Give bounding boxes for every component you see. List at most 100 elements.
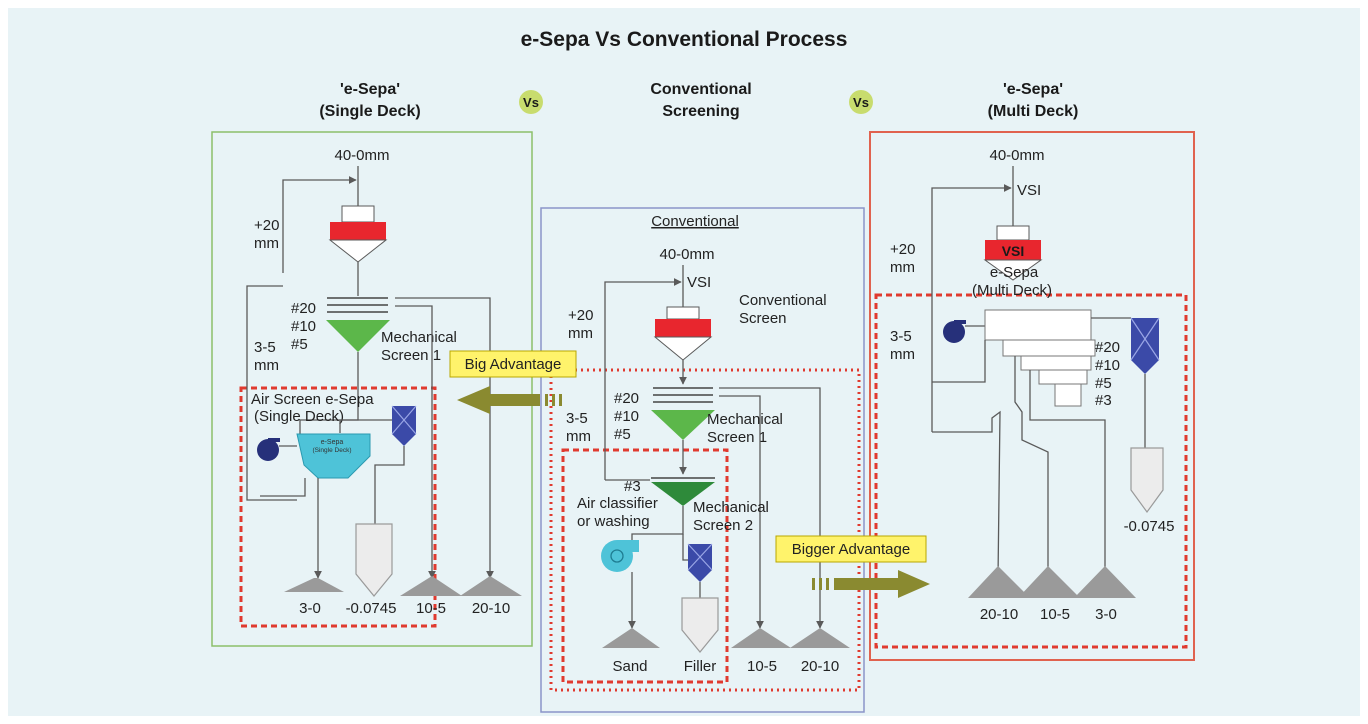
stockpile-20-10 — [968, 566, 1030, 598]
left-feed-label: 40-0mm — [334, 147, 389, 164]
left-mesh-10: #10 — [291, 318, 316, 335]
right-mesh-3: #3 — [1095, 392, 1112, 409]
crusher-body — [655, 319, 711, 337]
big-advantage-callout: Big Advantage — [449, 350, 577, 414]
middle-screen-label-2: Screen — [739, 310, 787, 327]
fan-body — [257, 439, 279, 461]
right-filler-label: -0.0745 — [1124, 518, 1175, 535]
air-classifier-icon — [601, 540, 639, 572]
stockpile-10-5 — [400, 576, 462, 596]
arrow-dash — [552, 394, 555, 406]
crusher-top — [996, 225, 1030, 241]
right-frame — [869, 131, 1195, 661]
classifier-rotor — [610, 549, 624, 563]
left-frame — [211, 131, 533, 647]
product-line-3-0 — [1029, 370, 1109, 579]
arrow-dash — [559, 394, 562, 406]
deck-level-4 — [1038, 369, 1088, 385]
middle-product-20-10: 20-10 — [801, 658, 839, 675]
arrow-dash — [819, 578, 822, 590]
stockpile-20-10 — [790, 628, 850, 648]
middle-product-sand: Sand — [612, 658, 647, 675]
crusher-top — [666, 306, 700, 320]
middle-recycle-label-2: mm — [568, 325, 593, 342]
recycle-line — [604, 278, 682, 480]
left-header-line1: 'e-Sepa' — [340, 81, 400, 98]
right-feed-label: 40-0mm — [989, 147, 1044, 164]
deck-level-3 — [1020, 355, 1092, 371]
fan-icon — [943, 320, 966, 343]
vs-circle — [519, 90, 543, 114]
bigger-advantage-box — [775, 535, 927, 563]
middle-process-panel: Conventional 40-0mm VSI +20 mm Conventio… — [540, 207, 865, 713]
collector-cone — [392, 434, 416, 446]
right-column-header: 'e-Sepa' (Multi Deck) — [988, 81, 1079, 120]
filler-line — [374, 446, 405, 524]
right-product-3-0: 3-0 — [1095, 606, 1117, 623]
middle-product-10-5: 10-5 — [747, 658, 777, 675]
right-fines-label-2: mm — [890, 346, 915, 363]
collector-feed-line — [339, 419, 392, 433]
middle-classifier-label-1: Air classifier — [577, 495, 658, 512]
vsi-crusher-icon: VSI — [983, 225, 1043, 281]
big-advantage-box — [449, 350, 577, 378]
arrow-dash — [812, 578, 815, 590]
middle-frame — [540, 207, 865, 713]
middle-header-line2: Screening — [662, 103, 739, 120]
middle-mesh-5: #5 — [614, 426, 631, 443]
right-unit-label-2: (Multi Deck) — [972, 282, 1052, 299]
right-product-20-10: 20-10 — [980, 606, 1018, 623]
middle-section-label: Conventional — [651, 213, 739, 230]
esepa-unit-body — [296, 433, 371, 479]
left-column-header: 'e-Sepa' (Single Deck) — [319, 81, 420, 120]
big-advantage-label: Big Advantage — [465, 356, 562, 373]
deck-level-2 — [1002, 339, 1096, 357]
stockpile-3-0 — [1074, 566, 1136, 598]
collector-cone — [688, 570, 712, 582]
middle-screen2-label-1: Mechanical — [693, 499, 769, 516]
collector-cross — [391, 405, 417, 435]
deck-level-1 — [984, 309, 1092, 341]
fan-icon — [257, 438, 280, 461]
vsi-box-label: VSI — [1002, 243, 1025, 259]
middle-fines-label-1: 3-5 — [566, 410, 588, 427]
filler-silo — [355, 523, 393, 597]
fines-recycle-line — [246, 285, 297, 501]
to-classifier-line — [631, 506, 684, 545]
middle-feed-label: 40-0mm — [659, 246, 714, 263]
stockpile-10-5 — [1018, 566, 1080, 598]
collector-cross — [687, 543, 713, 571]
filler-silo — [1130, 447, 1164, 514]
esepa-unit-label-1: e-Sepa — [321, 439, 344, 446]
bigger-advantage-arrow — [834, 570, 930, 598]
crusher-body — [985, 240, 1041, 260]
right-process-panel: 40-0mm VSI +20 mm VSI e-Sepa (Multi Deck… — [869, 131, 1195, 661]
crusher-top — [341, 205, 375, 223]
right-product-10-5: 10-5 — [1040, 606, 1070, 623]
arrow-dash — [826, 578, 829, 590]
right-header-line1: 'e-Sepa' — [1003, 81, 1063, 98]
right-mesh-10: #10 — [1095, 357, 1120, 374]
screen-1-icon — [651, 410, 715, 440]
right-mesh-20: #20 — [1095, 339, 1120, 356]
right-recycle-label-1: +20 — [890, 241, 915, 258]
crusher-hopper — [983, 259, 1043, 281]
crusher-body — [330, 222, 386, 240]
right-recycle-label-2: mm — [890, 259, 915, 276]
right-vsi-in-label: VSI — [1017, 182, 1041, 199]
screen-icon — [326, 320, 390, 352]
fines-recycle-line — [932, 340, 986, 383]
middle-classifier-label-2: or washing — [577, 513, 650, 530]
right-fines-label-1: 3-5 — [890, 328, 912, 345]
esepa-multi-deck-unit — [984, 309, 1096, 407]
stockpile-3-0 — [284, 578, 344, 592]
to-esepa-line — [299, 352, 359, 436]
left-product-filler: -0.0745 — [346, 600, 397, 617]
diagram-title: e-Sepa Vs Conventional Process — [521, 28, 848, 51]
arrow-dash — [545, 394, 548, 406]
deck-level-5 — [1054, 383, 1082, 407]
product-line-20-10 — [395, 297, 494, 579]
right-esepa-zone — [874, 293, 1188, 649]
middle-header-line1: Conventional — [650, 81, 751, 98]
